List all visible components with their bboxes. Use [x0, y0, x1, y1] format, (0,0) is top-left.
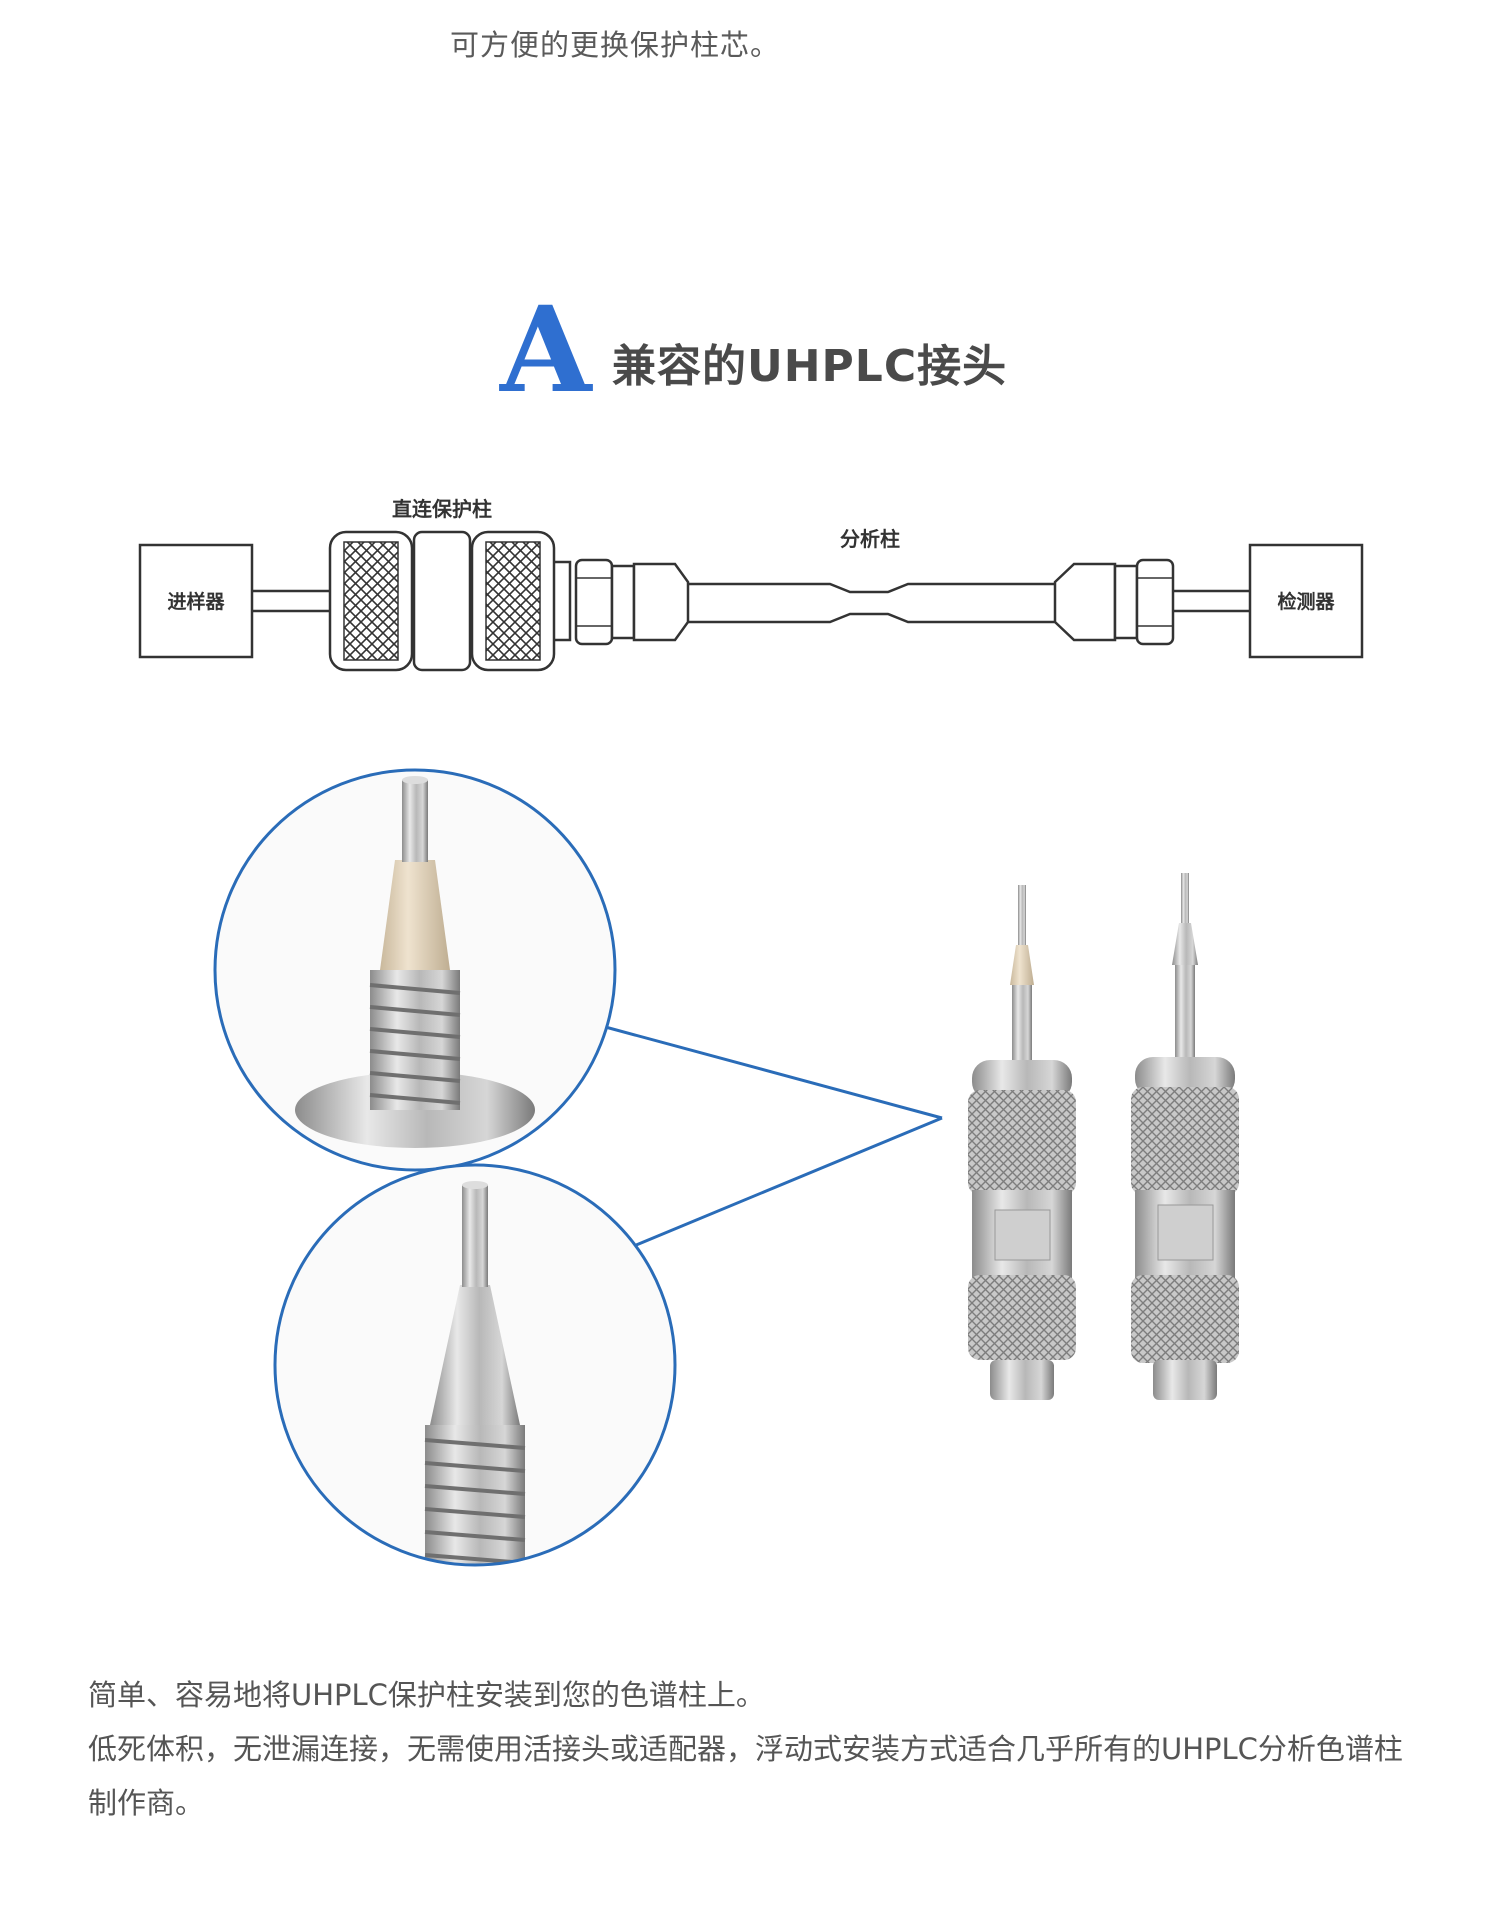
connection-diagram: 直连保护柱 分析柱 进样器 检测器	[138, 497, 1364, 672]
intro-text: 可方便的更换保护柱芯。	[450, 28, 781, 62]
fitting-peek	[968, 885, 1076, 1400]
description-line-1: 简单、容易地将UHPLC保护柱安装到您的色谱柱上。	[88, 1678, 765, 1712]
column-nut-right	[1135, 558, 1175, 646]
detector-label: 检测器	[1277, 590, 1335, 613]
section-title: 兼容的UHPLC接头	[612, 341, 1008, 392]
injector-box	[138, 543, 254, 659]
magnifier-steel-tip	[273, 1163, 677, 1567]
section-letter: A	[500, 280, 592, 419]
product-photo	[213, 768, 1239, 1567]
injector-label: 进样器	[167, 590, 225, 613]
column-nut-left	[574, 558, 614, 646]
guard-label: 直连保护柱	[392, 497, 492, 521]
guard-body	[412, 530, 472, 672]
magnifier-peek-tip	[213, 768, 617, 1172]
description: 简单、容易地将UHPLC保护柱安装到您的色谱柱上。 低死体积，无泄漏连接，无需使…	[88, 1668, 1408, 1830]
analytical-column-tube	[688, 582, 1055, 624]
fitting-steel	[1131, 873, 1239, 1400]
section-heading: A 兼容的UHPLC接头	[500, 280, 1020, 419]
description-line-2: 低死体积，无泄漏连接，无需使用活接头或适配器，浮动式安装方式适合几乎所有的UHP…	[88, 1732, 1403, 1820]
column-label: 分析柱	[840, 527, 900, 551]
detector-box	[1248, 543, 1364, 659]
